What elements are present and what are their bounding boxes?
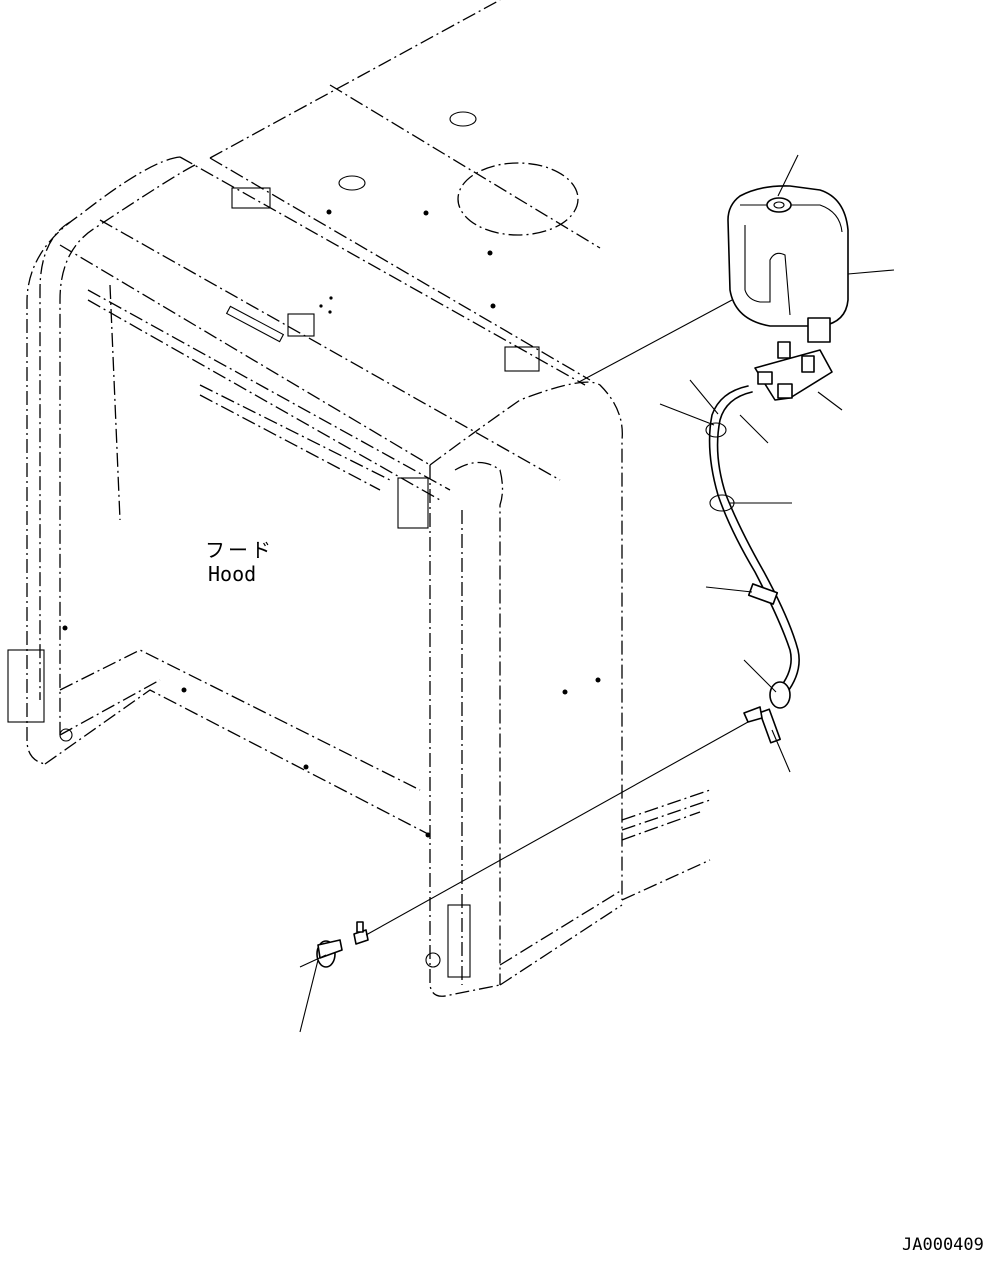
washer-hose	[705, 385, 800, 744]
top-cover-plate	[209, 0, 601, 381]
hood-label-jp: フード	[205, 538, 274, 562]
hood-label-en: Hood	[208, 562, 256, 586]
washer-nozzle	[316, 921, 369, 968]
washer-tank	[727, 185, 849, 343]
hood-body	[7, 156, 711, 997]
washer-pump	[754, 341, 833, 401]
leader-lines	[299, 154, 895, 1033]
drawing-number: JA000409	[902, 1235, 984, 1255]
